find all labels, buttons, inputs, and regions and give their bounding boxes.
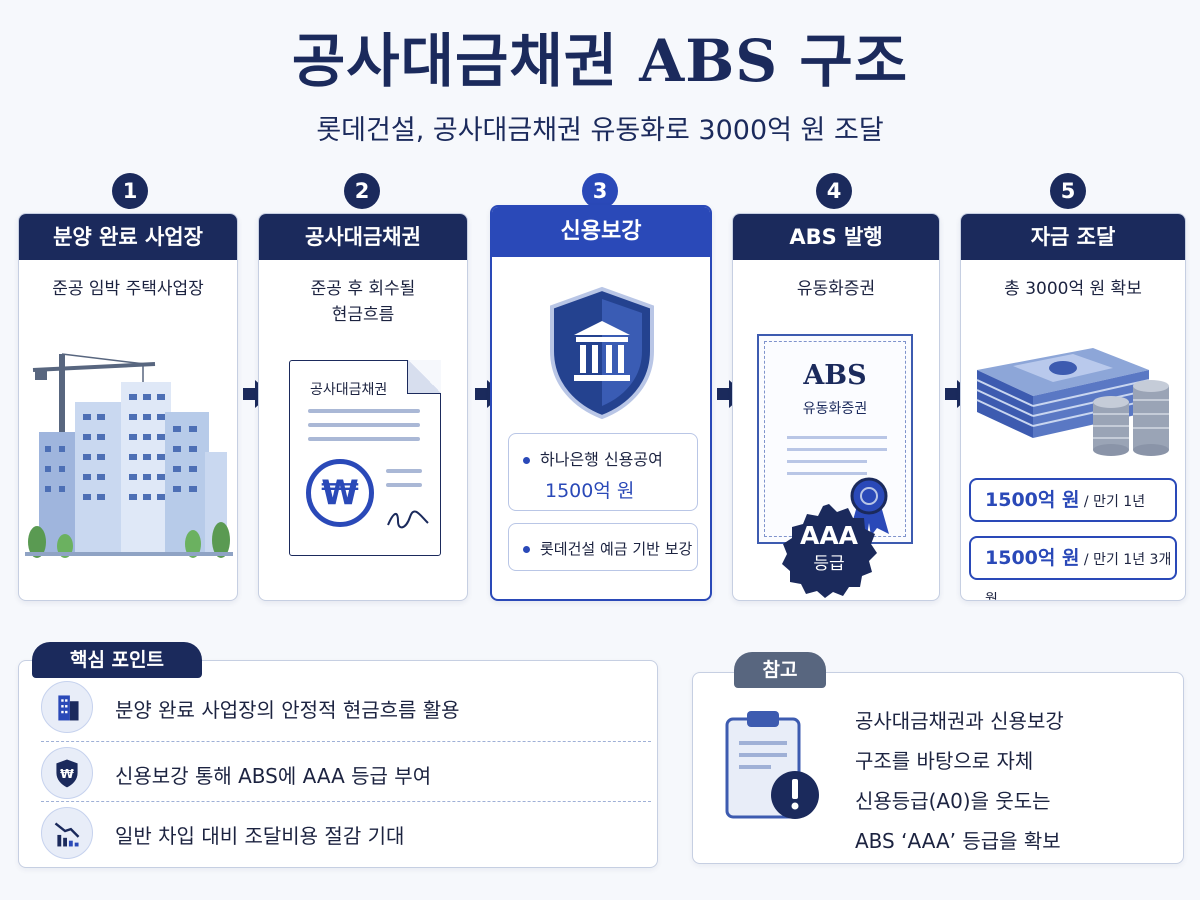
svg-text:₩: ₩ [60,766,74,781]
credit-amount: 1500억 원 [545,480,635,502]
document-line [308,423,420,427]
key-point-text-3: 일반 차입 대비 조달비용 절감 기대 [115,824,405,848]
badge-grade: AAA [799,521,859,550]
step-desc-1: 준공 임박 주택사업장 [52,279,204,299]
receivable-document: 공사대금채권 ₩ [289,360,441,556]
step-card-5: 자금 조달 총 3000억 원 확보 [960,213,1186,601]
building-icon [41,681,93,733]
divider [41,741,651,742]
page-subtitle: 롯데건설, 공사대금채권 유동화로 3000억 원 조달 [316,115,884,146]
cash-stack-illustration [976,348,1169,456]
reference-line-4: ABS ‘AAA’ 등급을 확보 [855,829,1061,853]
key-points-tag: 핵심 포인트 [32,642,202,678]
certificate-line [787,460,867,463]
step-number-2: 2 [344,173,380,209]
credit-provider-text: 하나은행 신용공여 [540,450,663,469]
step-desc-2: 준공 후 회수될 현금흐름 [259,276,467,328]
document-line [386,469,422,473]
won-icon: ₩ [306,459,374,527]
bullet-dot [523,457,530,464]
key-point-3: 일반 차입 대비 조달비용 절감 기대 [41,807,631,859]
reference-line-1: 공사대금채권과 신용보강 [855,709,1064,733]
step-desc-5: 총 3000억 원 확보 [1004,279,1142,299]
certificate-title: ABS [803,360,867,391]
step-number-4: 4 [816,173,852,209]
certificate-subtitle: 유동화증권 [802,401,868,417]
tranche-1-amount: 1500억 원 [985,489,1080,511]
reference-tag: 참고 [734,652,826,688]
step-number-3: 3 [582,173,618,209]
tranche-1-maturity: / 만기 1년 [1079,494,1146,510]
step-number-1: 1 [112,173,148,209]
aaa-badge-text: AAA 등급 [779,522,879,578]
certificate-line [787,448,887,451]
tranche-1: 1500억 원 / 만기 1년 [969,478,1177,522]
reference-line-2: 구조를 바탕으로 자체 [855,749,1034,773]
step-desc-2-line-1: 준공 후 회수될 [310,279,416,299]
deposit-guarantee-text: 롯데건설 예금 기반 보강 [540,540,693,558]
aaa-rating-badge [782,504,877,598]
document-line [308,437,420,441]
step-title-3: 신용보강 [492,207,710,257]
key-point-text-2: 신용보강 통해 ABS에 AAA 등급 부여 [115,764,432,788]
reference-panel: 공사대금채권과 신용보강 구조를 바탕으로 자체 신용등급(A0)을 웃도는 A… [692,672,1184,864]
clipboard-warning-icon [725,711,819,819]
step-desc-2-line-2: 현금흐름 [331,305,395,325]
tranche-2-maturity: / 만기 1년 3개월 [985,552,1172,601]
step-desc-4: 유동화증권 [796,279,876,299]
step-title-5: 자금 조달 [961,214,1185,260]
step-card-1: 분양 완료 사업장 준공 임박 주택사업장 [18,213,238,601]
step-card-3: 신용보강 하나은행 신용공여 1500억 원 롯데건설 예금 기반 보강 [490,205,712,601]
step-card-4: ABS 발행 유동화증권 ABS 유동화증권 AAA 등급 [732,213,940,601]
certificate-line [787,436,887,439]
tranche-2: 1500억 원 / 만기 1년 3개월 [969,536,1177,600]
tranche-2-amount: 1500억 원 [985,547,1080,569]
key-points-panel: 분양 완료 사업장의 안정적 현금흐름 활용 ₩ 신용보강 통해 ABS에 AA… [18,660,658,868]
credit-line-item: 하나은행 신용공여 1500억 원 [508,433,698,511]
signature-icon [387,510,429,529]
page-title: 공사대금채권 ABS 구조 [291,27,909,95]
key-point-2: ₩ 신용보강 통해 ABS에 AAA 등급 부여 [41,747,631,799]
divider [41,801,651,802]
step-card-2: 공사대금채권 준공 후 회수될 현금흐름 공사대금채권 ₩ [258,213,468,601]
chart-down-icon [41,807,93,859]
document-fold [407,360,441,394]
reference-text: 공사대금채권과 신용보강 구조를 바탕으로 자체 신용등급(A0)을 웃도는 A… [855,701,1064,861]
bullet-dot [523,546,530,553]
badge-label: 등급 [813,554,845,574]
step-title-4: ABS 발행 [733,214,939,260]
document-line [386,483,422,487]
step-number-5: 5 [1050,173,1086,209]
construction-site-illustration [25,353,233,558]
certificate-line [787,472,867,475]
shield-bank-icon [550,286,654,420]
won-shield-icon: ₩ [41,747,93,799]
document-label: 공사대금채권 [310,382,388,398]
step-title-2: 공사대금채권 [259,214,467,260]
key-point-1: 분양 완료 사업장의 안정적 현금흐름 활용 [41,681,631,733]
key-point-text-1: 분양 완료 사업장의 안정적 현금흐름 활용 [115,698,460,722]
deposit-guarantee-item: 롯데건설 예금 기반 보강 [508,523,698,571]
reference-line-3: 신용등급(A0)을 웃도는 [855,789,1051,813]
step-title-1: 분양 완료 사업장 [19,214,237,260]
document-line [308,409,420,413]
